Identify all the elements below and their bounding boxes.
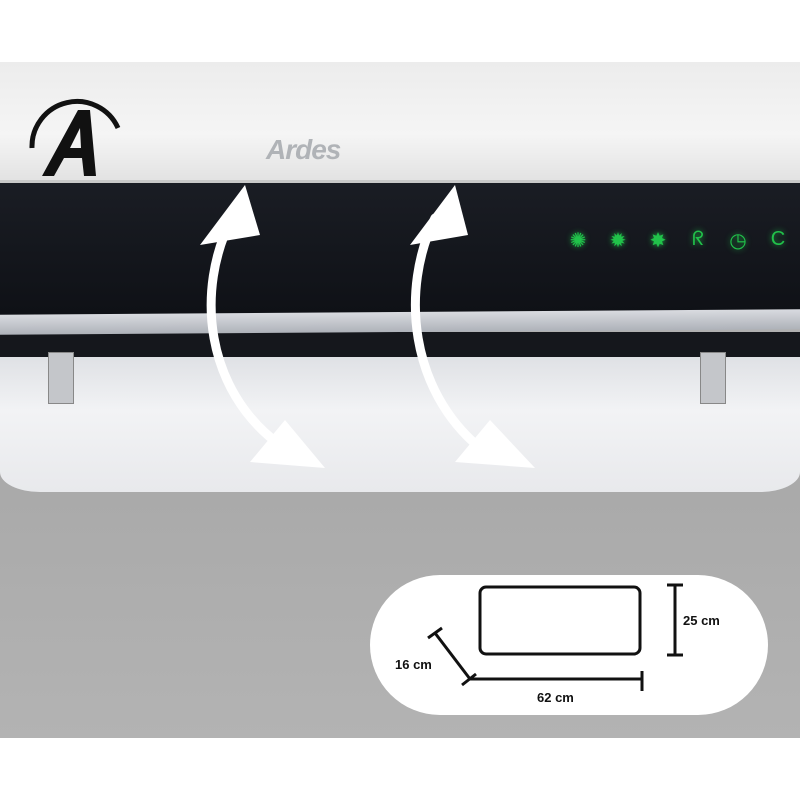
led-indicators: ✺ ✹ ✸ ᖇ ◷ C (568, 228, 788, 253)
louver-hinge-left (48, 352, 74, 404)
height-label: 25 cm (683, 613, 720, 628)
brand-name: Ardes (266, 134, 341, 165)
brand-logo-icon (29, 99, 121, 176)
depth-label: 16 cm (395, 657, 432, 672)
dimensions-badge: 25 cm 16 cm 62 cm (370, 575, 768, 715)
louver-flap (0, 357, 800, 492)
swing-arrow-left-icon (206, 213, 285, 450)
product-photo (0, 62, 800, 738)
fan-medium-icon: ✹ (609, 230, 627, 252)
mode-icon: ᖇ (692, 228, 704, 250)
celsius-icon: C (770, 228, 786, 250)
display-panel (0, 180, 800, 323)
louver-hinge-right (700, 352, 726, 404)
fan-low-icon: ✺ (569, 230, 587, 252)
timer-icon: ◷ (729, 230, 747, 252)
fan-high-icon: ✸ (649, 230, 667, 252)
swing-arrow-right-icon (410, 213, 485, 453)
dimension-diagram-icon (427, 583, 683, 691)
width-label: 62 cm (537, 690, 574, 705)
unit-top-cover (0, 62, 800, 182)
